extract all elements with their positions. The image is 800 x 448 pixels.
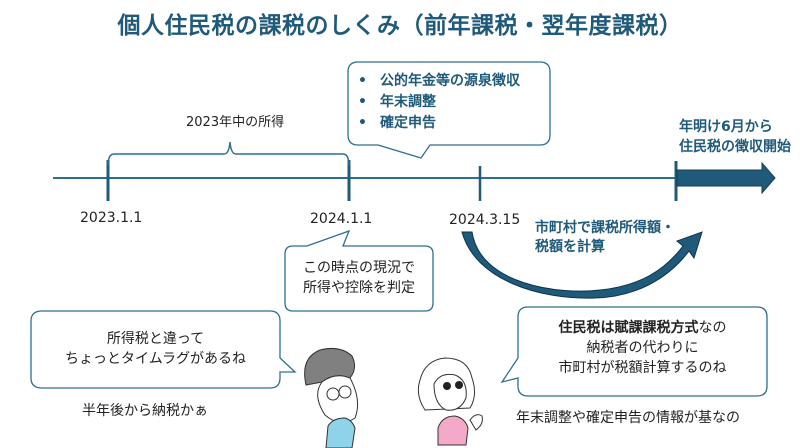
judge-bubble-shape bbox=[284, 229, 434, 312]
girl-speech-line-3: 市町村が税額計算するのね bbox=[558, 360, 727, 376]
boy-face bbox=[317, 375, 359, 423]
date-label-2024-1-1: 2024.1.1 bbox=[310, 211, 373, 227]
boy-bubble-shape bbox=[30, 310, 297, 389]
boy-eye-right bbox=[338, 385, 352, 399]
collection-start-line-1: 年明け6月から bbox=[679, 119, 773, 135]
info-item: 年末調整 bbox=[358, 92, 520, 113]
curved-arrow-icon bbox=[461, 231, 703, 299]
date-label-2024-3-15: 2024.3.15 bbox=[449, 212, 521, 228]
boy-speech-line-1: 所得税と違って bbox=[106, 331, 205, 347]
date-label-2023-1-1: 2023.1.1 bbox=[80, 210, 143, 226]
info-bubble-list: 公的年金等の源泉徴収 年末調整 確定申告 bbox=[358, 71, 520, 134]
girl-monologue: 年末調整や確定申告の情報が基なの bbox=[516, 410, 740, 426]
calculation-label: 市町村で課税所得額・ 税額を計算 bbox=[535, 219, 675, 257]
info-item: 確定申告 bbox=[358, 113, 520, 134]
boy-shirt bbox=[325, 417, 356, 448]
judge-bubble-text: この時点の現況で 所得や控除を判定 bbox=[285, 258, 433, 298]
girl-eye-right bbox=[455, 381, 463, 389]
judge-line-2: 所得や控除を判定 bbox=[303, 280, 415, 296]
boy-monologue: 半年後から納税かぁ bbox=[82, 403, 208, 419]
calculation-line-2: 税額を計算 bbox=[535, 239, 605, 255]
girl-character bbox=[417, 357, 483, 446]
girl-speech-bold: 住民税は賦課課税方式 bbox=[558, 320, 699, 336]
boy-character bbox=[304, 348, 359, 448]
girl-speech-text: 住民税は賦課課税方式なの 納税者の代わりに 市町村が税額計算するのね bbox=[518, 318, 767, 378]
girl-hand bbox=[469, 414, 483, 431]
girl-shirt bbox=[437, 415, 469, 446]
collection-start-label: 年明け6月から 住民税の徴収開始 bbox=[679, 117, 791, 157]
info-item: 公的年金等の源泉徴収 bbox=[358, 71, 520, 92]
girl-bubble-shape bbox=[500, 306, 768, 397]
collection-start-line-2: 住民税の徴収開始 bbox=[679, 139, 791, 155]
period-label: 2023年中の所得 bbox=[186, 115, 285, 130]
boy-speech-line-2: ちょっとタイムラグがあるね bbox=[64, 351, 247, 367]
page-title: 個人住民税の課税のしくみ（前年課税・翌年度課税） bbox=[117, 13, 683, 39]
judge-line-1: この時点の現況で bbox=[303, 260, 415, 276]
curly-brace-icon bbox=[107, 141, 350, 167]
girl-eye-left bbox=[443, 382, 451, 390]
boy-speech-text: 所得税と違って ちょっとタイムラグがあるね bbox=[31, 329, 280, 369]
calculation-line-1: 市町村で課税所得額・ bbox=[535, 220, 675, 236]
girl-speech-line-1: 住民税は賦課課税方式なの bbox=[518, 318, 767, 338]
girl-speech-line-2: 納税者の代わりに bbox=[586, 340, 699, 356]
girl-speech-suffix: なの bbox=[698, 320, 727, 336]
arrow-right-icon bbox=[676, 161, 776, 195]
boy-eye-left bbox=[326, 387, 340, 401]
